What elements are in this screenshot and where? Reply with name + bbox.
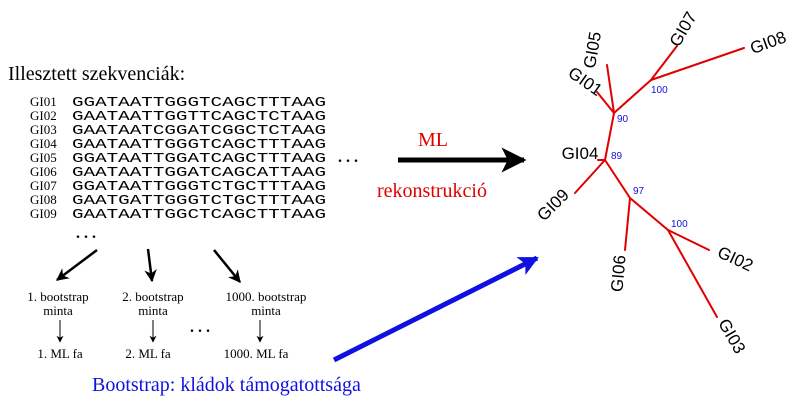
seq-gi08: GAATGATTGGGTCTGCTTTAAG [72, 194, 326, 209]
support-89: 89 [611, 151, 623, 162]
seq-gi06: GAATAATTGGATCAGCATTAAG [72, 166, 326, 181]
leaf-gi09: GI09 [533, 185, 572, 224]
bootstrap-sample-1-line2: minta [43, 303, 73, 318]
branch-n97-n100b [629, 197, 669, 231]
bootstrap-support-values: 100 90 89 97 100 [611, 85, 688, 230]
leaf-gi08: GI08 [748, 28, 789, 58]
support-100-upper: 100 [651, 85, 668, 96]
bootstrap-arrow-1 [56, 249, 98, 281]
bootstrap-sample-1-line1: 1. bootstrap [27, 289, 88, 304]
ml-reconstruction-label: rekonstrukció [377, 180, 487, 202]
support-100-lower: 100 [671, 219, 688, 230]
branch-gi08 [650, 47, 745, 81]
seq-gi09: GAATAATTGGCTCAGCTTTAAG [72, 208, 326, 223]
seq-id-gi06: GI06 [30, 164, 57, 179]
alignment-heading: Illesztett szekvenciák: [8, 63, 185, 85]
leaf-gi02: GI02 [715, 243, 756, 276]
bootstrap-resampling: 1. bootstrap minta 2. bootstrap minta 10… [27, 248, 539, 396]
seq-id-gi07: GI07 [30, 178, 57, 193]
bootstrap-caption: Bootstrap: kládok támogatottsága [92, 374, 361, 396]
bootstrap-sample-2-line1: 2. bootstrap [122, 289, 183, 304]
seq-gi03: GAATAATCGGATCGGCTCTAAG [72, 124, 326, 139]
sequences-ellipsis-right: . . . [338, 149, 358, 166]
branch-gi01 [596, 91, 615, 114]
support-90: 90 [617, 114, 629, 125]
seq-gi02: GAATAATTGGTTCAGCTCTAAG [72, 110, 326, 125]
branch-gi02 [667, 229, 710, 251]
ml-label: ML [418, 129, 448, 151]
branch-gi06 [624, 197, 631, 251]
seq-id-gi08: GI08 [30, 192, 57, 207]
seq-gi07: GGATAATTGGGTCTGCTTTAAG [72, 180, 326, 195]
seq-id-gi03: GI03 [30, 122, 57, 137]
branch-n89-n90 [604, 112, 615, 161]
ml-tree-1: 1. ML fa [37, 346, 83, 361]
seq-id-gi01: GI01 [30, 94, 57, 109]
seq-id-gi02: GI02 [30, 108, 57, 123]
leaf-gi06: GI06 [607, 254, 629, 292]
leaf-gi03: GI03 [714, 316, 749, 357]
seq-gi04: GAATAATTGGGTCAGCTTTAAG [72, 138, 326, 153]
ml-tree-2: 2. ML fa [125, 346, 171, 361]
leaf-gi07: GI07 [666, 9, 701, 50]
bootstrap-support-arrow [332, 255, 539, 363]
ml-tree-1000: 1000. ML fa [224, 346, 289, 361]
branch-n89-n97 [604, 159, 631, 199]
seq-gi01: GGATAATTGGGTCAGCTTTAAG [72, 96, 326, 111]
bootstrap-sample-1000-line2: minta [251, 303, 281, 318]
seq-id-gi05: GI05 [30, 150, 57, 165]
bootstrap-arrow-3 [213, 249, 241, 283]
seq-id-gi09: GI09 [30, 206, 57, 221]
leaf-gi04: GI04 [562, 144, 599, 163]
branch-gi03 [667, 229, 718, 318]
seq-id-gi04: GI04 [30, 136, 57, 151]
seq-gi05: GGATAATTGGATCAGCTTTAAG [72, 152, 326, 167]
branch-gi09 [574, 159, 606, 194]
sequences-ellipsis-below: . . . [76, 225, 96, 242]
tree-leaf-labels: GI05 GI01 GI07 GI08 GI04 GI09 GI06 GI02 … [533, 9, 788, 357]
ml-reconstruction: ML rekonstrukció [377, 129, 527, 202]
bootstrap-sample-2-line2: minta [138, 303, 168, 318]
sequence-alignment: GI01 GGATAATTGGGTCAGCTTTAAG GI02 GAATAAT… [30, 94, 358, 242]
branch-gi05 [606, 64, 615, 114]
branch-n90-n100a [613, 79, 652, 114]
branch-gi07 [650, 45, 678, 81]
leaf-gi05: GI05 [580, 30, 605, 70]
bootstrap-arrow-2 [144, 248, 157, 283]
bootstrap-ellipsis: . . . [190, 319, 210, 336]
support-97: 97 [633, 186, 645, 197]
phylogenetic-tree [574, 45, 745, 318]
bootstrap-sample-1000-line1: 1000. bootstrap [226, 289, 307, 304]
